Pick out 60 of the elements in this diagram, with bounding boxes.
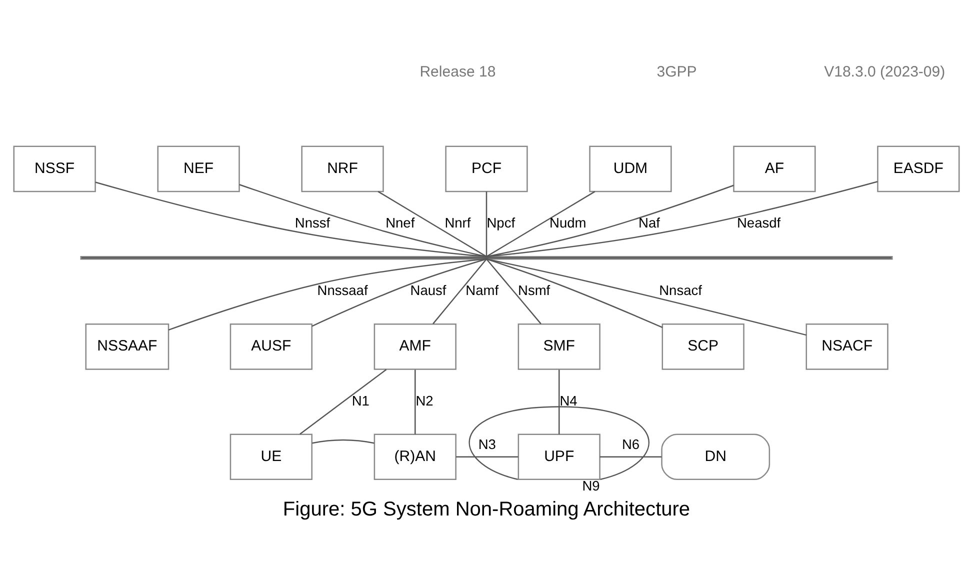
connector [486,181,878,258]
label: V18.3.0 (2023-09) [824,63,946,80]
node-box: UDM [589,146,672,192]
node-box: AF [733,146,816,192]
edge-label: N3 [478,437,496,452]
connector [312,439,374,444]
node-box: EASDF [877,146,960,192]
connector [432,258,487,324]
connector [168,258,486,331]
connector [486,258,663,328]
edge-label: Namf [466,283,499,298]
edge-label: Naf [638,216,660,231]
label: Release 18 [420,63,496,80]
node-box: (R)AN [374,434,456,480]
connector [239,184,486,258]
node-box: SCP [662,324,744,370]
connector [486,258,542,324]
edge-label: N6 [622,437,640,452]
edge-label: N9 [582,478,600,494]
connector [469,406,650,480]
connector [486,192,488,256]
node-box: NRF [301,146,384,192]
node-box: DN [661,434,770,480]
node-box: AMF [374,324,456,370]
edge-label: Nudm [550,216,586,231]
edge-label: N2 [416,393,434,408]
node-bar [80,256,893,260]
node-box: NSSAAF [85,324,170,370]
connector [312,258,487,327]
connector [486,191,596,257]
edge-label: Neasdf [736,216,781,231]
edge-label: Nnsacf [659,283,702,298]
edge-label: N4 [560,393,578,408]
connector [456,456,518,458]
node-box: UPF [518,434,600,480]
connector [300,369,387,435]
edge-label: Nnrf [444,216,471,231]
node-box: PCF [445,146,528,192]
node-box: SMF [518,324,600,370]
node-box: UE [230,434,312,480]
connector [486,184,734,258]
edge-label: Nnef [386,216,415,231]
edge-label: Nsmf [518,283,550,298]
edge-label: Npcf [486,216,516,231]
node-box: NSACF [806,324,888,370]
connector [558,370,560,434]
node-box: AUSF [230,324,312,370]
connector [95,182,486,258]
connector [414,370,416,434]
edge-label: Nnssf [294,216,330,231]
connector [486,258,806,336]
connector [600,456,662,458]
connector [378,191,487,257]
label: 3GPP [656,63,697,80]
caption: Figure: 5G System Non-Roaming Architecture [282,498,690,520]
node-box: NEF [157,146,240,192]
edge-label: Nnssaaf [317,283,368,298]
edge-label: N1 [352,393,370,408]
node-box: NSSF [13,146,96,192]
edge-label: Nausf [410,283,446,298]
